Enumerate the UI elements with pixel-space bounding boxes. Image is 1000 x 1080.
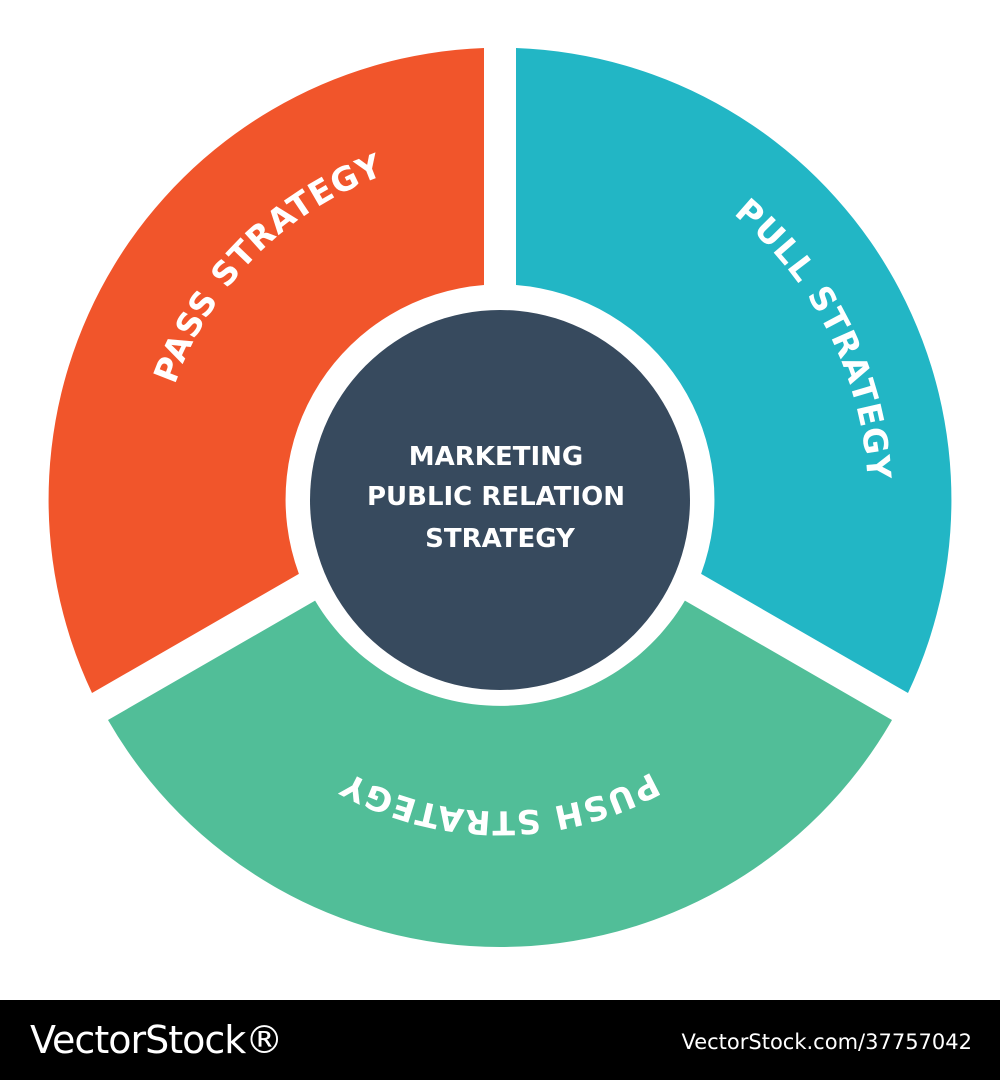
center-circle xyxy=(310,310,690,690)
center-title-line-1: MARKETING xyxy=(409,442,583,472)
center-title-line-2: PUBLIC RELATION xyxy=(367,482,625,512)
segment-pass-strategy xyxy=(48,48,484,693)
image-id: VectorStock.com/37757042 xyxy=(681,1030,972,1054)
watermark-footer: VectorStock® VectorStock.com/37757042 xyxy=(0,1000,1000,1080)
brand-logo: VectorStock® xyxy=(30,1018,283,1062)
strategy-donut-diagram: PASS STRATEGY PULL STRATEGY PUSH STRATEG… xyxy=(48,48,952,947)
segment-pull-strategy xyxy=(516,48,952,693)
segment-push-strategy xyxy=(108,600,892,947)
center-title-line-3: STRATEGY xyxy=(425,524,576,554)
